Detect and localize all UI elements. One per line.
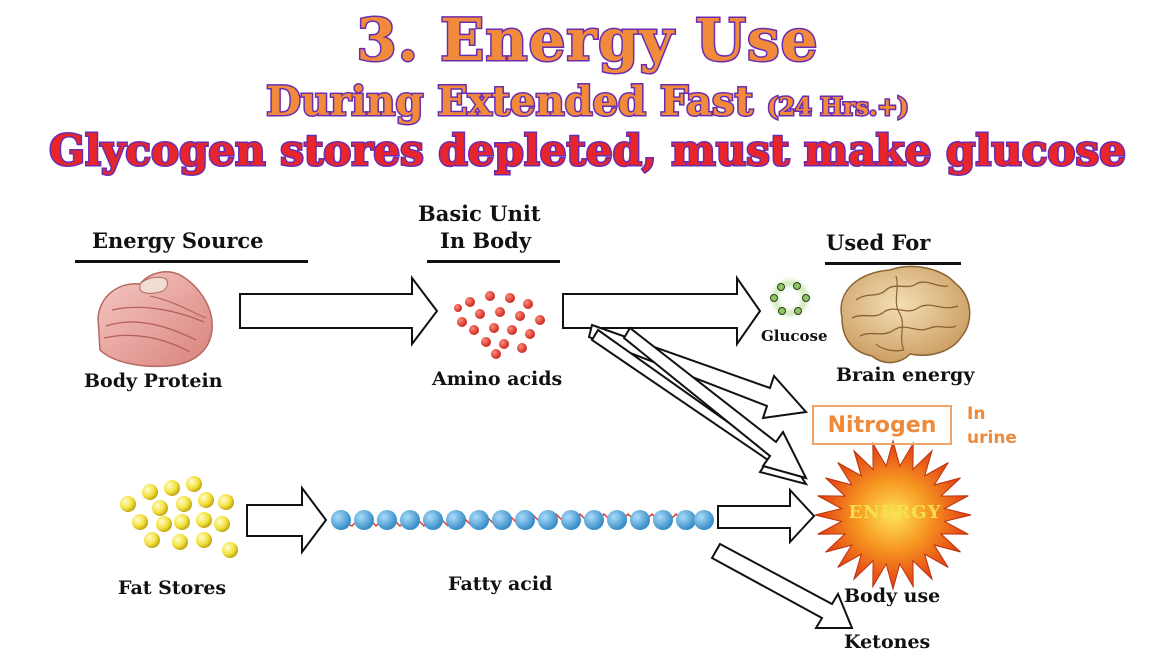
label-glucose: Glucose (761, 327, 828, 345)
fatty-acid-chain-icon (331, 510, 714, 530)
arrow-amino-to-energy-2 (622, 326, 808, 480)
brain-icon (840, 265, 971, 364)
label-body-protein: Body Protein (84, 370, 223, 392)
nitrogen-box: Nitrogen (812, 405, 952, 445)
arrow-fattyacid-to-energy (717, 487, 816, 545)
glucose-icon (770, 280, 810, 316)
header-basic-unit-rule (427, 260, 560, 263)
page-title: 3. Energy Use (355, 5, 819, 76)
energy-burst-icon (814, 438, 972, 592)
label-in-urine-line2: urine (967, 428, 1017, 448)
label-fatty-acid: Fatty acid (448, 573, 553, 595)
header-used-for: Used For (826, 230, 931, 255)
label-brain-energy: Brain energy (836, 364, 975, 386)
label-in-urine-line1: In (967, 404, 986, 424)
arrow-fat-to-fattyacid (246, 485, 328, 555)
label-body-use: Body use (844, 585, 941, 607)
subtitle-text: During Extended Fast (265, 77, 755, 127)
arrow-fattyacid-to-ketones (710, 542, 854, 629)
amino-acids-icon (454, 291, 545, 359)
page-subtitle: During Extended Fast (24 Hrs.+) (0, 77, 1175, 127)
subtitle-duration: (24 Hrs.+) (765, 91, 910, 123)
header-energy-source-rule (75, 260, 308, 263)
page-caption: Glycogen stores depleted, must make gluc… (48, 125, 1128, 177)
label-ketones: Ketones (844, 631, 931, 653)
header-basic-unit-line1: Basic Unit (418, 201, 541, 226)
header-basic-unit-line2: In Body (440, 228, 532, 253)
header-energy-source: Energy Source (92, 228, 264, 253)
body-protein-icon (97, 271, 213, 368)
arrow-protein-to-amino (239, 275, 439, 347)
label-amino-acids: Amino acids (432, 368, 563, 390)
label-in-urine: In urine (967, 402, 1037, 450)
label-energy: ENERGY (848, 502, 942, 523)
label-fat-stores: Fat Stores (118, 577, 227, 599)
fat-stores-icon (120, 476, 238, 558)
header-used-for-rule (825, 262, 961, 265)
